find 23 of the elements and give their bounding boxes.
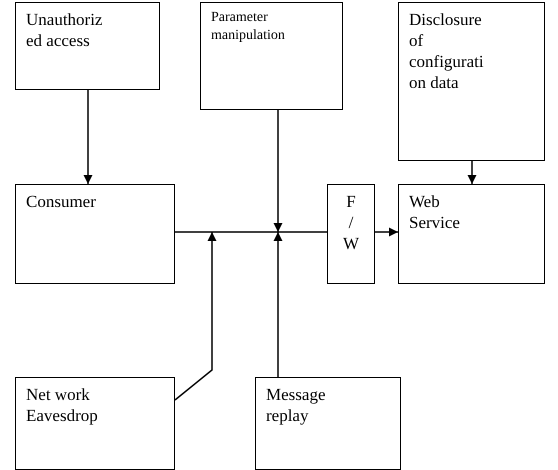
process-box [255,377,401,470]
box-label: Disclosure of configurati on data [409,9,485,93]
arrow [468,161,476,184]
box-label: Consumer [26,191,97,212]
box-label: Message replay [266,384,326,426]
process-box [398,2,545,161]
process-box [15,184,175,284]
box-label: F / W [342,191,360,254]
process-box [327,184,375,284]
process-box [15,377,175,470]
arrow [274,232,282,377]
process-box [200,2,343,110]
process-box [398,184,545,284]
arrow [84,90,92,184]
connector-line [175,231,327,233]
box-label: Parameter manipulation [211,9,286,45]
box-label: Unauthoriz ed access [26,9,104,51]
arrow [174,232,216,401]
arrow [375,228,398,236]
box-label: Net work Eavesdrop [26,384,99,426]
box-label: Web Service [409,191,461,233]
process-box [15,2,160,90]
arrow [274,110,282,232]
